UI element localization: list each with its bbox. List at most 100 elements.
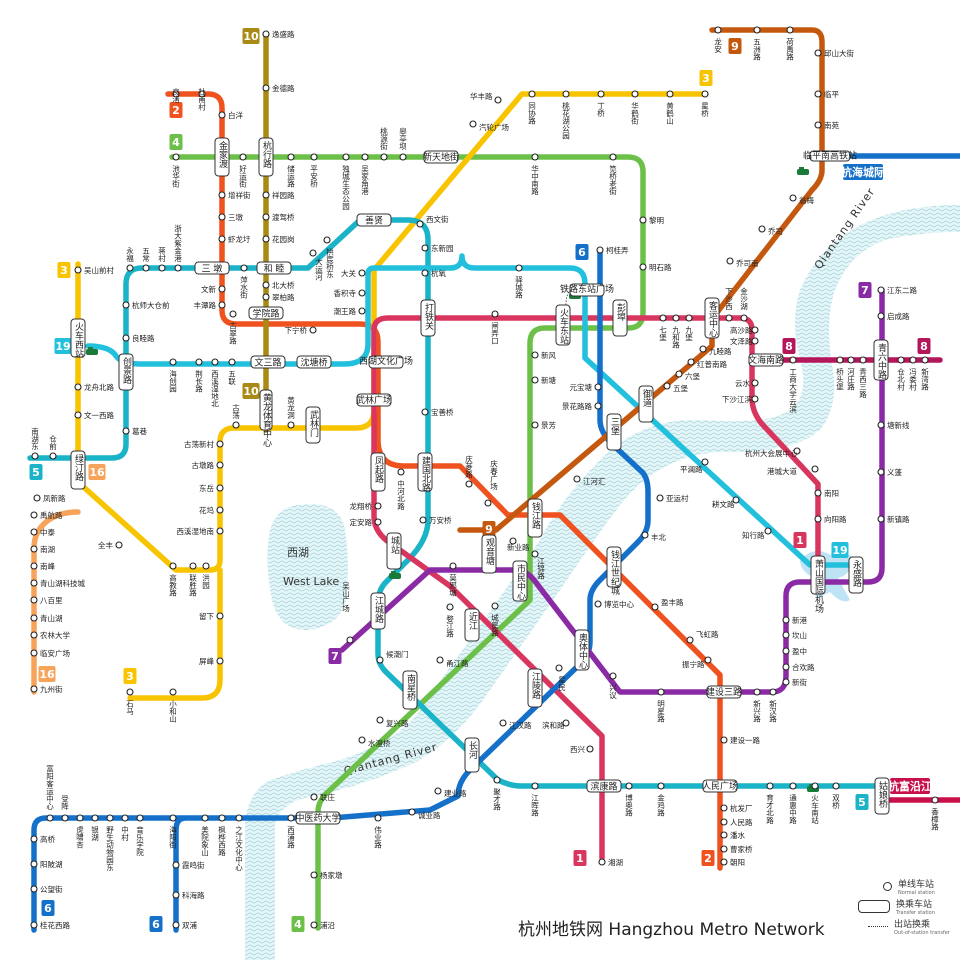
station-dot-icon[interactable] — [751, 326, 759, 334]
transfer-box[interactable] — [748, 353, 784, 367]
transfer-station[interactable]: 新天地街 — [423, 150, 459, 164]
station-dot-icon[interactable] — [30, 649, 38, 657]
station[interactable]: 伟业路 — [373, 814, 383, 849]
station[interactable]: 龙翔桥 — [350, 501, 382, 511]
station[interactable]: 坎山 — [782, 630, 807, 640]
transfer-station[interactable]: 和 睦 — [256, 261, 292, 275]
transfer-station[interactable]: 人民广场 — [702, 779, 738, 793]
line-6-track[interactable] — [31, 247, 651, 933]
station[interactable]: 荆长路 — [194, 358, 204, 393]
station[interactable]: 建设一路 — [720, 735, 760, 745]
station[interactable]: 朝阳 — [720, 858, 745, 867]
station[interactable]: 文一西路 — [74, 410, 114, 420]
station[interactable]: 香樟路 — [930, 796, 940, 831]
station-dot-icon[interactable] — [30, 614, 38, 622]
station-dot-icon[interactable] — [811, 465, 819, 473]
station-dot-icon[interactable] — [811, 782, 819, 790]
transfer-station[interactable]: 南星桥 — [402, 670, 418, 710]
station-dot-icon[interactable] — [33, 494, 41, 502]
station[interactable]: 江河汇 — [573, 475, 606, 486]
station-dot-icon[interactable] — [376, 716, 384, 724]
station[interactable]: 西兴 — [570, 745, 594, 754]
transfer-station[interactable]: 永盛路 — [848, 556, 864, 594]
station[interactable]: 丁桥 — [596, 90, 606, 118]
station-dot-icon[interactable] — [766, 782, 774, 790]
station-dot-icon[interactable] — [30, 860, 38, 868]
station-dot-icon[interactable] — [216, 506, 224, 514]
station-dot-icon[interactable] — [30, 579, 38, 587]
transfer-box[interactable] — [368, 355, 404, 369]
line-badge-7[interactable]: 7 — [858, 282, 872, 298]
line-badge-19[interactable]: 19 — [831, 542, 849, 558]
transfer-station[interactable]: 火车东站 — [555, 304, 571, 346]
transfer-box[interactable] — [555, 304, 571, 346]
station[interactable]: 大关 — [341, 268, 366, 278]
station[interactable]: 丰潭路 — [194, 300, 226, 310]
station[interactable]: 皋亭坝 — [398, 126, 408, 161]
transfer-station[interactable]: 文三路 — [250, 355, 286, 369]
station-dot-icon[interactable] — [74, 383, 82, 391]
station[interactable]: 江汉路 — [499, 719, 532, 730]
station-dot-icon[interactable] — [342, 153, 350, 161]
station[interactable]: 公望街 — [30, 884, 63, 894]
station[interactable]: 好运街 — [238, 153, 248, 189]
station[interactable]: 港城大道 — [767, 465, 819, 476]
station[interactable]: 银湖 — [90, 814, 100, 842]
transfer-station[interactable]: 金家渡 — [214, 137, 230, 177]
station-dot-icon[interactable] — [782, 678, 790, 686]
transfer-station[interactable]: 中医药大学 — [295, 811, 341, 825]
station-dot-icon[interactable] — [172, 90, 180, 98]
station[interactable]: 野生动物园东 — [105, 814, 115, 871]
station[interactable]: 城星路 — [490, 602, 500, 637]
station-dot-icon[interactable] — [397, 468, 405, 476]
station-dot-icon[interactable] — [195, 358, 203, 366]
station[interactable]: 新港 — [782, 615, 807, 625]
station[interactable]: 青山湖 — [30, 613, 63, 623]
station[interactable]: 渡驾桥 — [262, 212, 295, 222]
station[interactable]: 景花路路 — [562, 401, 602, 411]
station-dot-icon[interactable] — [172, 921, 180, 929]
station[interactable]: 新风 — [531, 350, 556, 360]
station-dot-icon[interactable] — [189, 562, 197, 570]
station-dot-icon[interactable] — [309, 326, 317, 334]
transfer-station[interactable]: 凤起路 — [370, 452, 386, 492]
line-badge-10[interactable]: 10 — [242, 28, 260, 44]
station[interactable]: 五常 — [141, 247, 151, 272]
station[interactable]: 洪园 — [201, 562, 211, 590]
station[interactable]: 曹家桥 — [720, 844, 753, 854]
station-dot-icon[interactable] — [421, 244, 429, 252]
station-dot-icon[interactable] — [782, 647, 790, 655]
station-dot-icon[interactable] — [597, 90, 605, 98]
station-dot-icon[interactable] — [726, 257, 734, 265]
station-dot-icon[interactable] — [76, 814, 84, 822]
station-dot-icon[interactable] — [758, 225, 766, 233]
station-dot-icon[interactable] — [663, 382, 671, 390]
station[interactable]: 凤新路 — [33, 493, 66, 503]
station-dot-icon[interactable] — [358, 307, 366, 315]
station[interactable]: 聚才路 — [492, 776, 502, 811]
transfer-station[interactable]: 彭埠 — [612, 299, 628, 337]
station-dot-icon[interactable] — [641, 531, 649, 539]
station[interactable]: 博奥路 — [624, 782, 634, 817]
station-dot-icon[interactable] — [625, 782, 633, 790]
transfer-box[interactable] — [612, 299, 628, 337]
station-dot-icon[interactable] — [122, 427, 130, 435]
station-dot-icon[interactable] — [469, 120, 477, 128]
station-dot-icon[interactable] — [494, 96, 502, 104]
station-dot-icon[interactable] — [421, 269, 429, 277]
station-dot-icon[interactable] — [515, 264, 523, 272]
station[interactable]: 永福 — [125, 246, 135, 272]
station[interactable]: 黎明 — [639, 215, 664, 225]
transfer-box[interactable] — [402, 670, 418, 710]
station-dot-icon[interactable] — [310, 871, 318, 879]
station-dot-icon[interactable] — [374, 518, 382, 526]
transfer-box[interactable] — [464, 737, 480, 773]
station-dot-icon[interactable] — [30, 528, 38, 536]
station-dot-icon[interactable] — [586, 745, 594, 753]
station-dot-icon[interactable] — [262, 281, 270, 289]
transfer-box[interactable] — [848, 556, 864, 594]
station[interactable]: 石马 — [125, 688, 135, 716]
station-dot-icon[interactable] — [639, 263, 647, 271]
station-dot-icon[interactable] — [657, 782, 665, 790]
line-badge-8[interactable]: 8 — [782, 338, 796, 354]
